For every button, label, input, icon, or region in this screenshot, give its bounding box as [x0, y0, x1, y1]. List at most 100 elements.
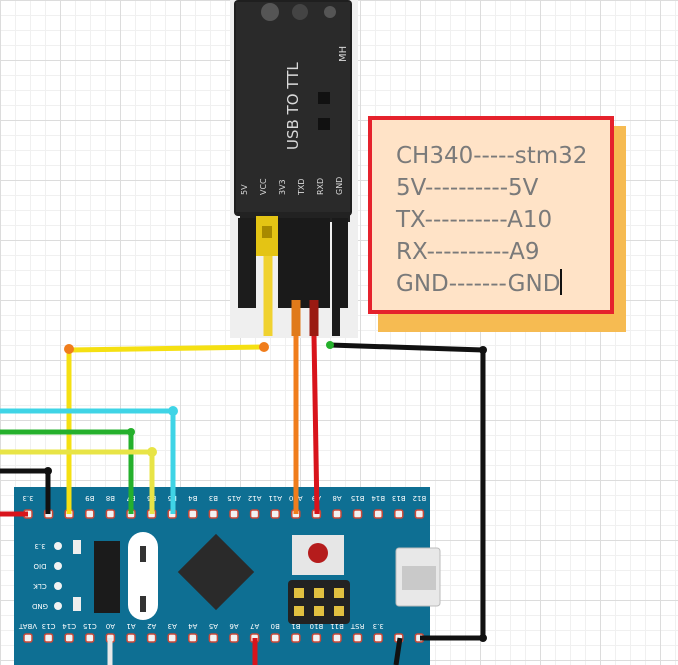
top-pin-label: A8 — [332, 494, 341, 502]
swd-pin-label: GND — [32, 602, 48, 610]
header-pin-top — [85, 509, 95, 519]
bottom-pin-label: A4 — [188, 622, 198, 630]
header-pin-top — [414, 509, 425, 519]
header-pin-bottom — [291, 633, 301, 643]
header-pin-top — [188, 509, 198, 519]
swd-pin-label: 3.3 — [34, 542, 45, 550]
header-pin-bottom — [352, 633, 363, 643]
header-pin-bottom — [373, 633, 383, 643]
header-pin-bottom — [85, 633, 95, 643]
top-pin-label: B14 — [371, 494, 385, 502]
jumper-pin — [314, 606, 324, 616]
crystal — [128, 532, 158, 620]
header-pin-top — [394, 509, 404, 519]
note-line: GND-------GND — [396, 271, 561, 297]
module-pin-label: GND — [335, 177, 344, 195]
header-pin-bottom — [188, 633, 198, 643]
swd-pin-label: CLK — [33, 582, 47, 590]
bottom-pin-label: VBAT — [18, 622, 37, 630]
top-pin-label: B13 — [392, 494, 406, 502]
bottom-pin-label: A3 — [168, 622, 177, 630]
header-pin-bottom — [23, 633, 33, 643]
header-pin-bottom — [270, 633, 280, 643]
top-pin-label: B15 — [351, 494, 365, 502]
header-pin-bottom — [311, 633, 322, 643]
note-line: TX----------A10 — [396, 207, 553, 233]
wire-red-rx — [311, 335, 320, 515]
jumper-pin — [314, 588, 324, 598]
header-pin-top — [208, 509, 219, 519]
module-pin-labels: 5V VCC 3V3 TXD RXD GND — [240, 177, 344, 196]
bottom-pin-label: C13 — [42, 622, 56, 630]
wire-endpoints — [44, 341, 487, 642]
header-pin-top — [332, 509, 342, 519]
module-brand: MH — [338, 46, 349, 62]
header-pin-top — [352, 509, 363, 519]
header-pin-bottom — [64, 633, 74, 643]
jumper-pin — [294, 606, 304, 616]
header-pin-bottom — [229, 633, 239, 643]
bottom-pin-label: B10 — [310, 622, 324, 630]
bottom-pin-label: B1 — [291, 622, 300, 630]
bottom-pin-label: A1 — [126, 622, 135, 630]
header-pin-top — [270, 509, 280, 519]
note-text[interactable]: CH340-----stm32 5V----------5V TX-------… — [396, 140, 587, 300]
module-pin-label: 5V — [240, 184, 249, 195]
bottom-pin-label: A2 — [147, 622, 156, 630]
top-pin-label: B4 — [188, 494, 198, 502]
jumper-pin — [294, 588, 304, 598]
top-pin-label: A15 — [227, 494, 241, 502]
top-pin-label: B3 — [209, 494, 218, 502]
mcu-chip — [177, 533, 255, 611]
jumper-pin — [334, 588, 344, 598]
top-pin-label: A11 — [268, 494, 282, 502]
note-line: CH340-----stm32 — [396, 143, 588, 169]
connection-note: CH340-----stm32 5V----------5V TX-------… — [368, 116, 614, 314]
bottom-pin-label: RST — [350, 622, 364, 630]
header-pin-bottom — [43, 633, 54, 643]
note-line: 5V----------5V — [396, 175, 539, 201]
bottom-pin-label: C14 — [62, 622, 76, 630]
top-pin-label: B9 — [85, 494, 94, 502]
header-pin-top — [249, 509, 260, 519]
wire-black-bottom — [393, 637, 403, 665]
voltage-regulator — [94, 541, 120, 613]
header-pin-bottom — [167, 633, 177, 643]
wire-black-gnd — [329, 342, 486, 641]
jumper-pin — [334, 606, 344, 616]
text-caret — [560, 269, 563, 295]
header-pin-top — [105, 509, 116, 519]
reset-button[interactable] — [308, 543, 328, 563]
swd-pin — [54, 542, 62, 550]
swd-pin — [54, 562, 62, 570]
header-pin-bottom — [146, 633, 157, 643]
bottom-pin-label: A7 — [250, 622, 259, 630]
header-pin-bottom — [208, 633, 219, 643]
module-pin-label: 3V3 — [278, 179, 287, 195]
header-pin-top — [373, 509, 383, 519]
top-pin-label: B8 — [106, 494, 115, 502]
usb-ttl-module: USB TO TTL MH 5V VCC 3V3 TXD RXD GND — [230, 0, 358, 338]
swd-pin — [54, 602, 62, 610]
module-pin-label: TXD — [297, 178, 306, 196]
top-pin-label: A12 — [248, 494, 262, 502]
module-pin-label: VCC — [259, 178, 268, 195]
header-pin-bottom — [332, 633, 342, 643]
module-title: USB TO TTL — [284, 62, 302, 150]
header-pin-bottom — [126, 633, 136, 643]
header-pin-top — [229, 509, 239, 519]
note-line: RX----------A9 — [396, 239, 540, 265]
bottom-pin-label: B11 — [330, 622, 344, 630]
module-pin-label: RXD — [316, 178, 325, 195]
top-pin-label: 3.3 — [22, 494, 33, 502]
bottom-pin-label: C15 — [83, 622, 97, 630]
bottom-pin-label: A5 — [209, 622, 218, 630]
swd-pin-label: DIO — [33, 562, 46, 570]
swd-pin — [54, 582, 62, 590]
bottom-pin-label: B0 — [271, 622, 280, 630]
boot-jumpers — [288, 580, 350, 624]
bottom-pin-label: A0 — [106, 622, 115, 630]
bottom-pin-label: 3.3 — [373, 622, 384, 630]
